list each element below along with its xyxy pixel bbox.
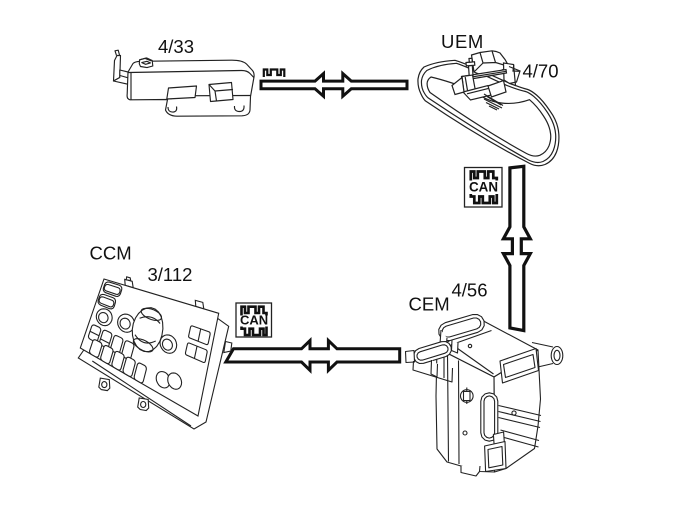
svg-text:4/70: 4/70: [523, 61, 559, 82]
svg-text:CEM: CEM: [409, 294, 450, 315]
svg-text:UEM: UEM: [441, 31, 484, 52]
svg-text:4/33: 4/33: [158, 36, 194, 57]
svg-text:CCM: CCM: [90, 243, 132, 264]
svg-text:3/112: 3/112: [148, 264, 193, 285]
svg-text:CAN: CAN: [469, 180, 498, 195]
svg-text:4/56: 4/56: [452, 280, 488, 301]
svg-text:CAN: CAN: [240, 313, 268, 328]
